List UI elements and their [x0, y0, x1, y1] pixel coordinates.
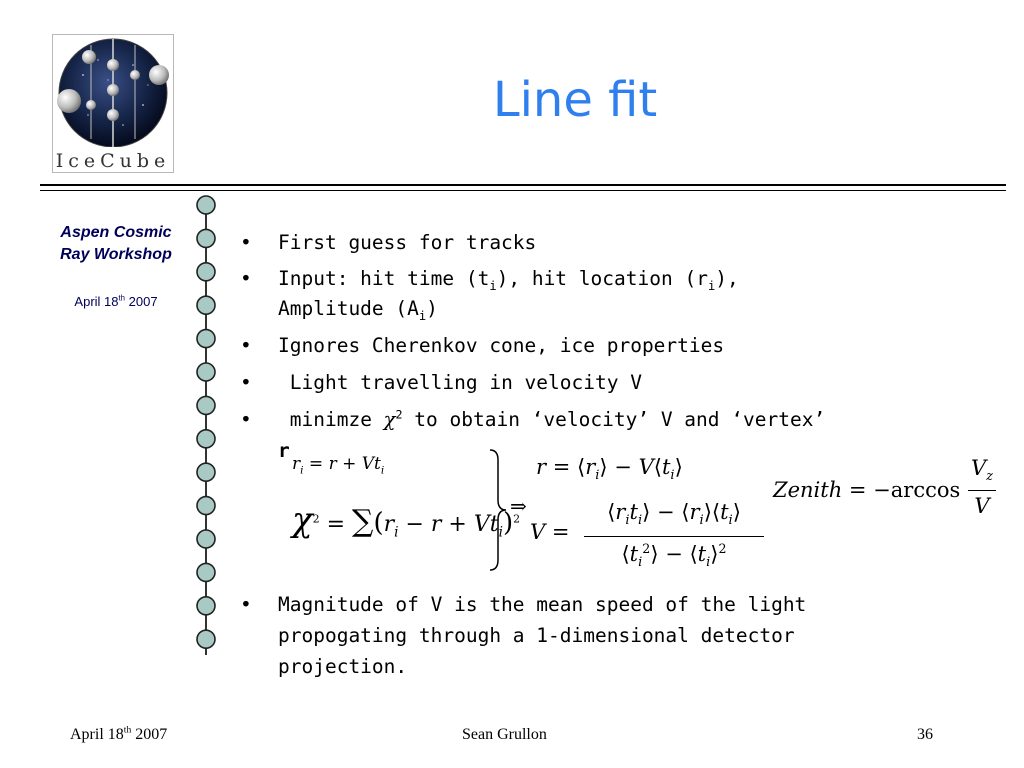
dom-module-icon [196, 262, 216, 282]
dom-module-icon [196, 228, 216, 249]
dom-module-icon [196, 629, 216, 650]
dom-module-icon [196, 529, 216, 549]
equation-chi-square: χ2 = ∑(ri − r + Vti)2 [292, 500, 521, 541]
dom-module-icon [196, 195, 216, 215]
footer-page-number: 36 [917, 726, 933, 743]
equation-hit-position: ri = r + Vti [292, 454, 385, 477]
equation-vertex: r = ⟨ri⟩ − V⟨ti⟩ [536, 455, 683, 484]
event-name: Aspen Cosmic Ray Workshop [60, 224, 172, 263]
bullet-first-guess: First guess for tracks [236, 227, 846, 258]
dom-module-icon [196, 495, 216, 516]
brace-icon [489, 449, 507, 571]
dom-module-icon [196, 562, 216, 583]
bullet-input: Input: hit time (ti), hit location (ri),… [236, 264, 846, 324]
header-rule-thin [40, 190, 1006, 191]
slide-title: Line fit [492, 72, 658, 128]
bullet-minimize: minimze χ2 to obtain ‘velocity’ V and ‘v… [236, 404, 846, 466]
dom-module-icon [196, 362, 216, 382]
dom-module-icon [196, 595, 216, 616]
dom-module-icon [196, 328, 216, 349]
icecube-globe-icon [57, 38, 169, 147]
footer-date: April 18th 2007 [70, 724, 168, 743]
bullet-list: First guess for tracks Input: hit time (… [236, 227, 846, 472]
bullet-list-lower: Magnitude of V is the mean speed of the … [236, 589, 846, 688]
dom-module-icon [196, 295, 216, 315]
header-rule-thick [40, 184, 1006, 186]
bullet-light-velocity: Light travelling in velocity V [236, 367, 846, 398]
bullet-ignores: Ignores Cherenkov cone, ice properties [236, 330, 846, 361]
logo-text: IceCube [55, 150, 171, 172]
dom-string-decoration [196, 195, 216, 655]
dom-module-icon [196, 395, 216, 416]
dom-module-icon [196, 462, 216, 483]
bullet-magnitude: Magnitude of V is the mean speed of the … [236, 589, 846, 682]
dom-module-icon [196, 429, 216, 449]
icecube-logo: IceCube [52, 34, 174, 173]
footer-author: Sean Grullon [462, 726, 547, 743]
implies-symbol: ⇒ [510, 494, 527, 518]
sidebar-date: April 18th 2007 [74, 293, 158, 309]
